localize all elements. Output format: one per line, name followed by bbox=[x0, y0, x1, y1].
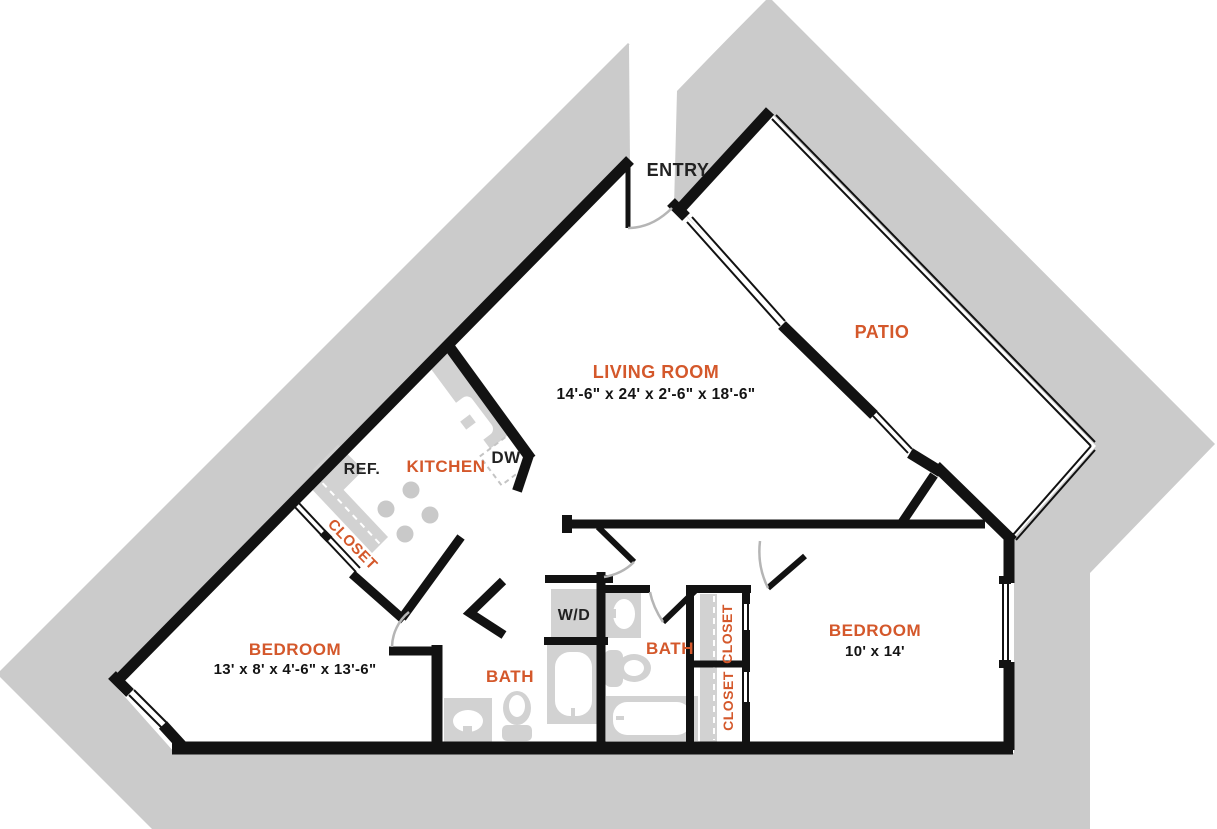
kitchen-sink-faucet bbox=[460, 414, 476, 430]
bath2-label: BATH bbox=[646, 639, 694, 658]
doors bbox=[390, 166, 807, 648]
patio-floor bbox=[682, 112, 1096, 540]
patio-label: PATIO bbox=[855, 322, 910, 342]
bedroom1-label: BEDROOM bbox=[249, 640, 341, 659]
bath1-fixtures bbox=[444, 589, 599, 742]
kitchen-label: KITCHEN bbox=[406, 457, 485, 476]
walls bbox=[108, 107, 1017, 755]
vestibule-door-arc bbox=[603, 561, 635, 579]
bedroom2-closet-shelf bbox=[700, 594, 717, 742]
bath1-label: BATH bbox=[486, 667, 534, 686]
bath2-door-arc bbox=[648, 591, 665, 623]
bath1-sink bbox=[453, 710, 483, 732]
labels: ENTRY LIVING ROOM 14'-6" x 24' x 2'-6" x… bbox=[214, 160, 921, 731]
living-room-dimensions: 14'-6" x 24' x 2'-6" x 18'-6" bbox=[557, 386, 756, 403]
bath2-door-leaf bbox=[660, 586, 700, 625]
bath2-fixtures bbox=[604, 592, 717, 742]
vestibule-door-leaf bbox=[595, 524, 637, 565]
bath2-sink-faucet bbox=[605, 609, 616, 618]
dishwasher-label: DW bbox=[491, 448, 521, 467]
washer-dryer-box bbox=[551, 589, 597, 638]
entry-door-arc bbox=[627, 207, 673, 230]
entry-label: ENTRY bbox=[647, 160, 710, 180]
bedroom2-closet-upper-label: CLOSET bbox=[719, 604, 735, 664]
bedroom2-label: BEDROOM bbox=[829, 621, 921, 640]
bedroom2-closet-lower-label: CLOSET bbox=[720, 671, 736, 731]
kitchen-fixtures bbox=[306, 352, 532, 562]
bath1-tub bbox=[547, 644, 599, 724]
hall-closet-shelf bbox=[306, 467, 388, 553]
bath2-sink bbox=[613, 599, 635, 629]
unit-floor bbox=[110, 160, 1014, 753]
bath1-toilet bbox=[502, 691, 532, 741]
bedroom2-door-arc bbox=[758, 540, 770, 589]
entry-door-wedge bbox=[629, 2, 763, 207]
bedroom2-door-leaf bbox=[766, 553, 807, 591]
bedroom1-dimensions: 13' x 8' x 4'-6" x 13'-6" bbox=[214, 661, 377, 678]
bedroom2-dimensions: 10' x 14' bbox=[845, 643, 905, 660]
refrigerator-label: REF. bbox=[344, 461, 381, 478]
bath2-toilet bbox=[604, 650, 651, 687]
bath1-sink-faucet bbox=[463, 726, 472, 738]
living-room-label: LIVING ROOM bbox=[593, 362, 720, 382]
windows bbox=[128, 114, 1096, 729]
washer-dryer-label: W/D bbox=[558, 607, 591, 624]
bath2-tub bbox=[606, 696, 698, 741]
bedroom1-door-arc bbox=[390, 611, 410, 648]
